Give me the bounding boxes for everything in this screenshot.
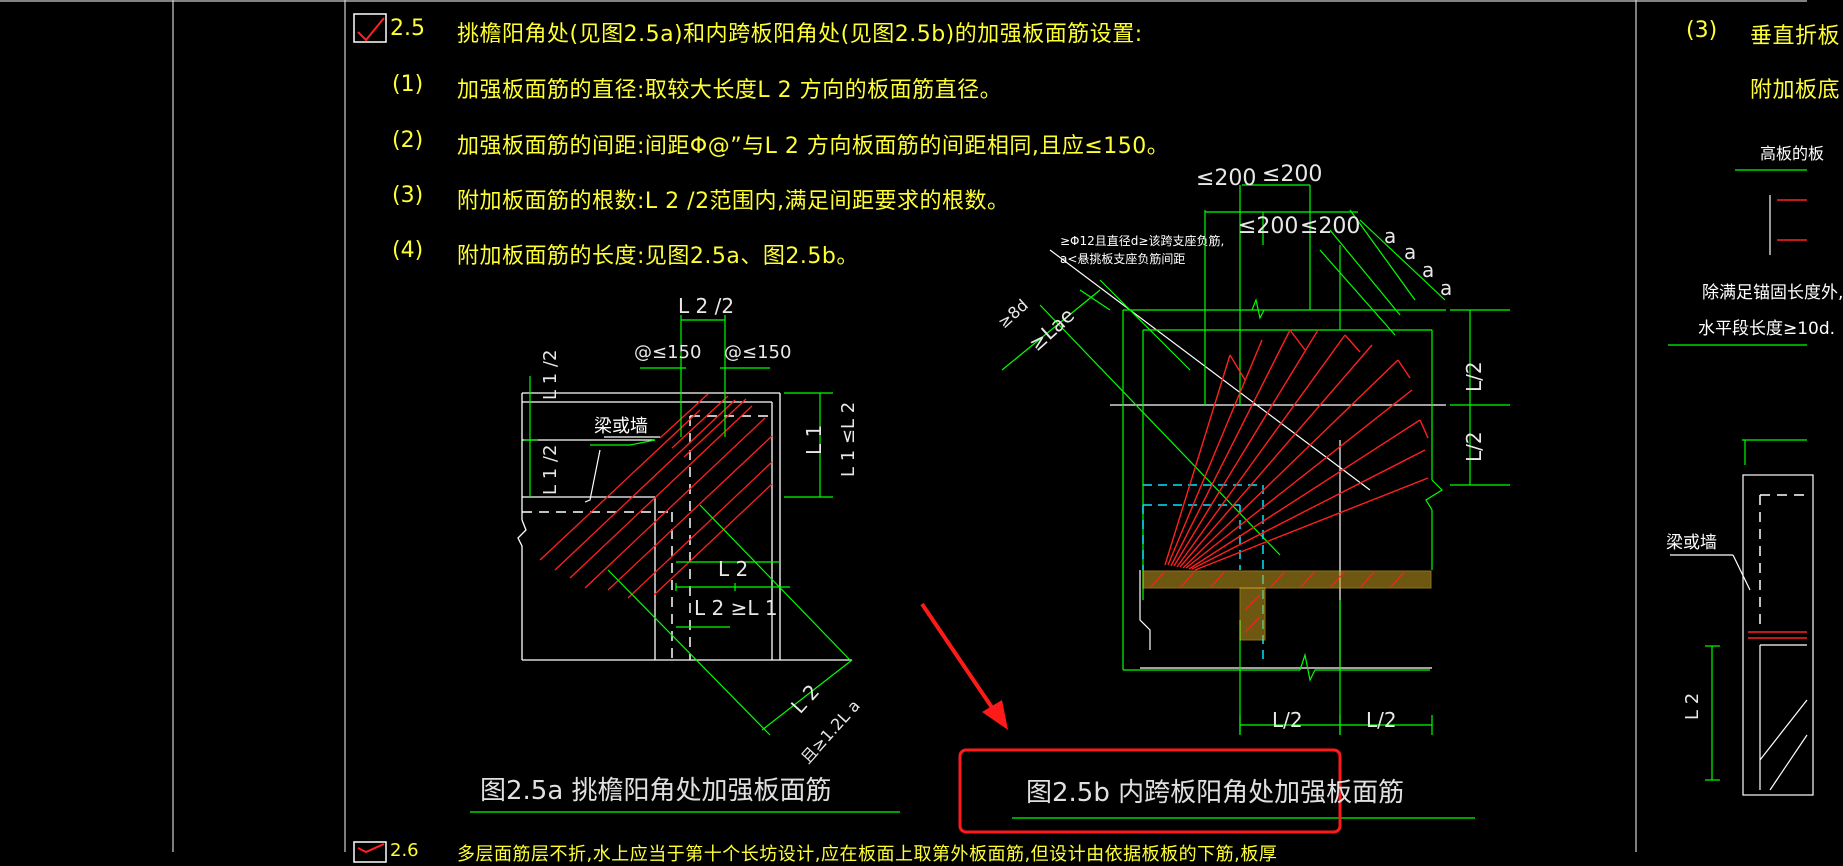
bottom-section-number: 2.6	[390, 840, 419, 861]
fig-b-dim-top-a: ≤200	[1196, 166, 1257, 191]
item-text-4: 附加板面筋的长度:见图2.5a、图2.5b。	[457, 244, 859, 269]
fig-a-l2-ge-l1: L 2 ≥L 1	[694, 596, 778, 620]
item-number-1: (1)	[392, 72, 424, 97]
fig-a-l1-half-top: L 1 /2	[540, 349, 561, 400]
right-line-4: 除满足锚固长度外,	[1702, 283, 1843, 303]
fig-b-spacing-a-3: a	[1422, 258, 1435, 282]
bottom-section-text: 多层面筋层不折,水上应当于第十个长坊设计,应在板面上取第外板面筋,但设计由依据板…	[457, 844, 1278, 865]
fig-a-l1-le-l2: L 1 ≤L 2	[838, 401, 859, 477]
section-title: 挑檐阳角处(见图2.5a)和内跨板阳角处(见图2.5b)的加强板面筋设置:	[457, 22, 1143, 47]
fig-b-l-half-bottom-right: L/2	[1366, 708, 1397, 732]
fig-a-l2-mid: L 2	[718, 557, 749, 581]
highlight-annotation	[958, 748, 1342, 834]
fig-b-caption: 图2.5b 内跨板阳角处加强板面筋	[1026, 778, 1405, 808]
item-text-3: 附加板面筋的根数:L 2 /2范围内,满足间距要求的根数。	[457, 189, 1010, 214]
fig-b-dim-mid-a: ≤200	[1238, 214, 1299, 239]
fig-a-top-dim: L 2 /2	[678, 294, 735, 318]
fig-b-l-half-2: L/2	[1462, 431, 1486, 462]
arrow-icon	[920, 602, 1008, 730]
hatched-beam	[1142, 570, 1432, 641]
right-l2: L 2	[1682, 692, 1703, 720]
checkmark-icon[interactable]	[353, 841, 387, 863]
fig-b-dim-mid-b: ≤200	[1300, 214, 1361, 239]
item-number-3: (3)	[392, 183, 424, 208]
fig-b-spacing-a-4: a	[1440, 276, 1453, 300]
right-line-1: 垂直折板	[1750, 24, 1841, 49]
fig-a-spacing-right: @≤150	[724, 342, 792, 363]
fig-a-caption: 图2.5a 挑檐阳角处加强板面筋	[480, 776, 832, 806]
section-number: 2.5	[390, 16, 425, 41]
fig-b-spacing-a-2: a	[1404, 240, 1417, 264]
reinforcement-fan	[1164, 329, 1429, 571]
fig-b-note-line-1: ≥Φ12且直径d≥该跨支座负筋,	[1060, 234, 1225, 248]
figure-b-drawing	[1001, 184, 1510, 819]
figure-a-drawing	[517, 315, 853, 736]
fig-a-l1-half-bottom: L 1 /2	[540, 444, 561, 495]
right-beam-wall-label: 梁或墙	[1666, 533, 1717, 553]
fig-b-dim-top-b: ≤200	[1262, 162, 1323, 187]
fig-a-spacing-left: @≤150	[634, 342, 702, 363]
checkmark-icon[interactable]	[353, 13, 387, 43]
right-panel-drawing	[1668, 169, 1814, 796]
right-item-number: (3)	[1686, 18, 1718, 43]
fig-b-note-line-2: a<悬挑板支座负筋间距	[1060, 252, 1186, 266]
right-line-5: 水平段长度≥10d.	[1698, 319, 1836, 339]
item-number-4: (4)	[392, 238, 424, 263]
drawing-frame	[0, 0, 1807, 852]
fig-b-l-half-bottom-left: L/2	[1272, 708, 1303, 732]
fig-b-spacing-a-1: a	[1384, 224, 1397, 248]
right-line-3: 高板的板	[1760, 144, 1825, 163]
item-text-1: 加强板面筋的直径:取较大长度L 2 方向的板面筋直径。	[457, 78, 1003, 103]
fig-a-beam-wall-label: 梁或墙	[594, 416, 648, 437]
right-line-2: 附加板底	[1750, 78, 1841, 103]
item-number-2: (2)	[392, 128, 424, 153]
fig-b-l-half-1: L/2	[1462, 361, 1486, 392]
fig-a-l1: L 1	[802, 424, 826, 455]
item-text-2: 加强板面筋的间距:间距Φ@”与L 2 方向板面筋的间距相同,且应≤150。	[457, 134, 1170, 159]
